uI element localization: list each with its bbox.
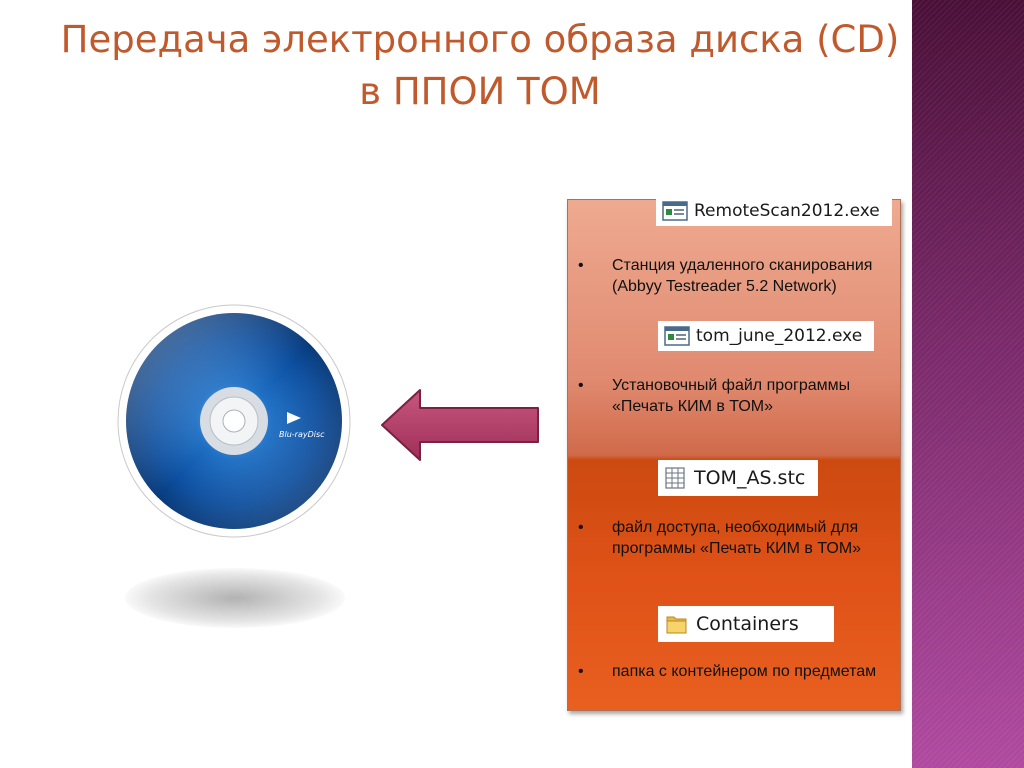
exe-window-icon (662, 201, 688, 221)
file-name: TOM_AS.stc (694, 467, 806, 489)
blu-ray-logo-text: Blu-rayDisc (279, 430, 325, 439)
blu-ray-disc-icon: Blu-rayDisc (117, 304, 351, 538)
file-label-containers: Containers (658, 606, 834, 642)
file-label-tom-as: TOM_AS.stc (658, 460, 818, 496)
file-label-remotescan: RemoteScan2012.exe (656, 196, 892, 226)
file-name: tom_june_2012.exe (696, 326, 863, 346)
file-label-tom-june: tom_june_2012.exe (658, 321, 874, 351)
file-name: Containers (696, 613, 799, 635)
decorative-side-strip (912, 0, 1024, 768)
slide-title: Передача электронного образа диска (CD) … (40, 14, 920, 118)
list-item: • файл доступа, необходимый для программ… (578, 519, 862, 557)
disc-shadow (125, 568, 345, 628)
slide-title-line-1: Передача электронного образа диска (CD) (60, 18, 900, 61)
list-item: • Установочный файл программы «Печать КИ… (578, 377, 851, 415)
stc-file-icon (665, 467, 685, 489)
folder-icon (666, 616, 687, 634)
list-item: • Станция удаленного сканирования (Abbyy… (578, 257, 873, 295)
arrow-left-icon (380, 388, 540, 462)
file-name: RemoteScan2012.exe (694, 201, 880, 221)
slide-title-line-2: в ППОИ ТОМ (359, 70, 601, 113)
list-item: • папка с контейнером по предметам (578, 663, 877, 680)
exe-window-icon (664, 326, 690, 346)
